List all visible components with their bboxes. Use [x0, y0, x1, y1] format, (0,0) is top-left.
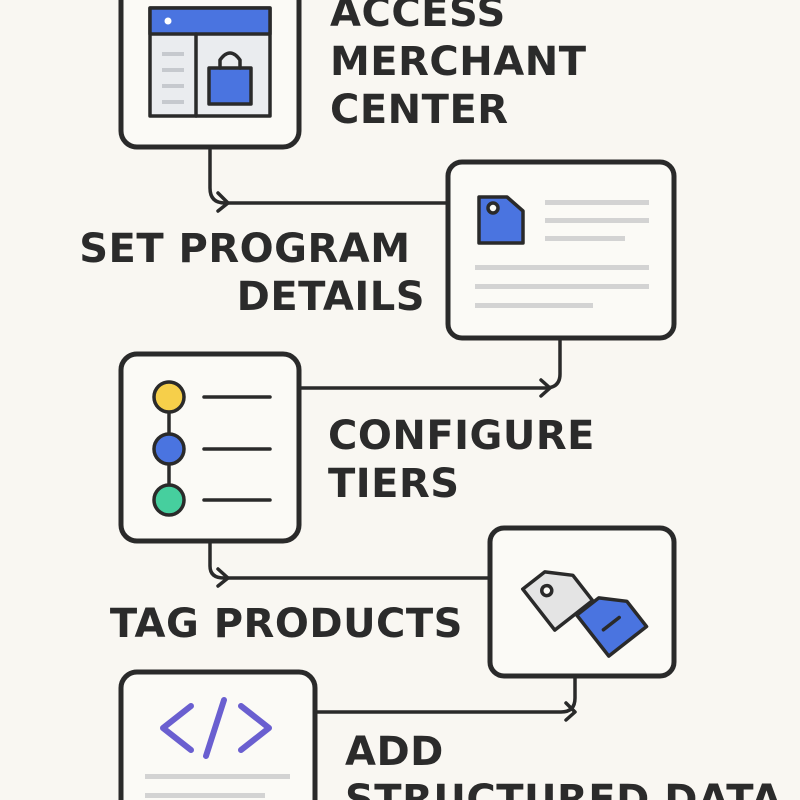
- step-label: ACCESS MERCHANT CENTER: [330, 0, 601, 133]
- step-label-line: MERCHANT: [330, 39, 587, 85]
- connector-1-2: [208, 148, 450, 205]
- step-card: [118, 669, 318, 800]
- step-label-line: CENTER: [330, 87, 509, 133]
- connector-3-4: [208, 539, 492, 580]
- step-label-line: CONFIGURE: [328, 413, 595, 459]
- step-label-line: SET PROGRAM: [79, 226, 410, 272]
- step-tag-products: TAG PRODUCTS: [110, 525, 677, 679]
- code-brackets-icon: [145, 697, 290, 798]
- connector-arrowhead-2: [539, 378, 552, 398]
- document-tag-icon: [475, 195, 649, 308]
- step-label-line: TAG PRODUCTS: [110, 601, 463, 647]
- step-label-line: ADD: [345, 729, 444, 775]
- step-card: [445, 159, 677, 341]
- connector-4-5: [313, 675, 577, 714]
- step-add-structured-data: ADD STRUCTURED DATA: [118, 669, 782, 800]
- step-label-line: STRUCTURED DATA: [345, 777, 782, 800]
- connector-arrowhead-3: [216, 567, 230, 588]
- step-set-program-details: SET PROGRAM DETAILS: [79, 159, 677, 341]
- step-label: ADD STRUCTURED DATA: [345, 729, 782, 800]
- tier-list-icon: [152, 380, 272, 517]
- connector-arrowhead-4: [564, 701, 577, 722]
- step-label-line: TIERS: [328, 461, 460, 507]
- step-configure-tiers: CONFIGURE TIERS: [118, 351, 609, 544]
- step-label: CONFIGURE TIERS: [328, 413, 609, 507]
- merchant-store-window-icon: [148, 6, 272, 118]
- step-label: SET PROGRAM DETAILS: [79, 226, 425, 320]
- step-label-line: DETAILS: [237, 274, 425, 320]
- step-access-merchant-center: ACCESS MERCHANT CENTER: [118, 0, 601, 150]
- step-label-line: ACCESS: [330, 0, 506, 36]
- product-tags-icon: [520, 570, 649, 658]
- connector-arrowhead-1: [216, 191, 230, 213]
- connector-2-3: [298, 335, 562, 390]
- connectors: [208, 148, 577, 722]
- step-label: TAG PRODUCTS: [110, 601, 463, 647]
